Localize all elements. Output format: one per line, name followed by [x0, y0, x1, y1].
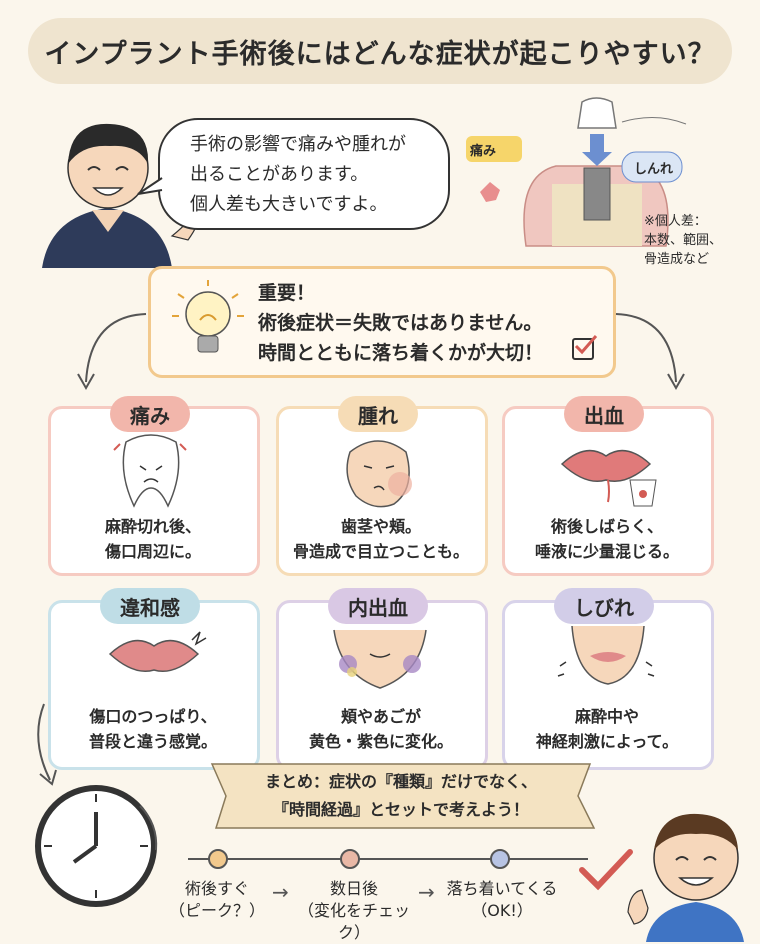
summary-line: まとめ：症状の『種類』だけでなく、 — [264, 772, 537, 791]
card-line: 麻酔切れ後、 — [104, 517, 201, 536]
lightbulb-icon — [172, 280, 244, 353]
timeline-line-text: 術後すぐ — [184, 879, 249, 898]
implant-diagram — [466, 97, 687, 247]
timeline-line-text: （変化をチェック） — [297, 901, 410, 942]
checkbox-icon — [572, 338, 594, 360]
card-line: 骨造成で目立つことも。 — [292, 542, 469, 561]
speech-bubble-tail — [137, 177, 163, 195]
card-text: 術後しばらく、 唾液に少量混じる。 — [504, 514, 710, 564]
card-text: 歯茎や頬。 骨造成で目立つことも。 — [278, 514, 484, 564]
card-text: 麻酔中や 神経刺激によって。 — [504, 704, 710, 754]
card-line: 黄色・紫色に変化。 — [308, 732, 453, 751]
clock-icon — [35, 785, 158, 907]
summary-banner — [210, 763, 596, 829]
summary-line: 『時間経過』とセットで考えよう！ — [272, 800, 529, 819]
pain-label: 痛み — [470, 144, 497, 159]
card-text: 頬やあごが 黄色・紫色に変化。 — [278, 704, 484, 754]
speech-bubble — [158, 118, 450, 230]
important-line: 時間とともに落ち着くかが大切！ — [258, 342, 544, 364]
important-line: 重要！ — [258, 282, 316, 304]
arrow-down-icon — [37, 703, 57, 786]
timeline-dot — [490, 849, 510, 869]
card-label: 違和感 — [100, 588, 200, 624]
symptom-card-bruising — [276, 600, 488, 770]
card-line: 麻酔中や — [574, 707, 639, 726]
jaw-bruise-icon — [333, 629, 427, 689]
check-mark-icon — [579, 849, 633, 891]
card-line: 神経刺激によって。 — [535, 732, 679, 751]
card-label: 腫れ — [338, 396, 418, 432]
timeline-step: 数日後 （変化をチェック） — [294, 878, 414, 944]
card-text: 麻酔切れ後、 傷口周辺に。 — [50, 514, 256, 564]
important-line: 術後症状＝失敗ではありません。 — [258, 312, 543, 334]
timeline-dot — [208, 849, 228, 869]
card-line: 傷口のつっぱり、 — [89, 707, 217, 726]
symptom-card-discomfort — [48, 600, 260, 770]
tooth-icon — [113, 434, 187, 508]
card-line: 歯茎や頬。 — [340, 517, 421, 536]
timeline-line-text: 落ち着いてくる — [446, 879, 558, 898]
timeline-dot — [340, 849, 360, 869]
arrow-right-icon: → — [418, 880, 435, 904]
lips-icon — [108, 631, 207, 672]
arrow-left-icon — [77, 313, 147, 391]
bubble-line: 手術の影響で痛みや腫れが — [190, 134, 406, 155]
arrow-right-icon: → — [272, 880, 289, 904]
note-line: 本数、範囲、 — [644, 233, 723, 248]
individual-note: ※個人差： 本数、範囲、 骨造成など — [644, 212, 722, 269]
note-line: 骨造成など — [644, 252, 710, 267]
bubble-line: 個人差も大きいですよ。 — [190, 194, 388, 215]
summary-text: まとめ：症状の『種類』だけでなく、 『時間経過』とセットで考えよう！ — [214, 768, 588, 824]
lips-bleeding-icon — [560, 449, 657, 507]
symptom-card-pain — [48, 406, 260, 576]
card-text: 傷口のつっぱり、 普段と違う感覚。 — [50, 704, 256, 754]
numbness-label: しんれ — [634, 162, 674, 177]
timeline-step: 術後すぐ （ピーク？） — [162, 878, 272, 922]
note-line: ※個人差： — [644, 214, 707, 229]
patient-illustration — [627, 813, 744, 942]
important-text: 重要！ 術後症状＝失敗ではありません。 時間とともに落ち着くかが大切！ — [258, 278, 543, 368]
timeline-line-text: （ピーク？） — [168, 901, 265, 920]
card-label: 内出血 — [328, 588, 428, 624]
card-label: 痛み — [110, 396, 190, 432]
card-line: 傷口周辺に。 — [104, 542, 201, 561]
speech-bubble-text: 手術の影響で痛みや腫れが 出ることがあります。 個人差も大きいですよ。 — [190, 130, 406, 220]
page-title: インプラント手術後にはどんな症状が起こりやすい？ — [28, 18, 732, 84]
timeline-line-text: 数日後 — [329, 879, 378, 898]
timeline-step: 落ち着いてくる （OK!） — [442, 878, 562, 922]
card-line: 頬やあごが — [340, 707, 421, 726]
arrow-right-icon — [615, 313, 685, 391]
check-mark-icon — [574, 335, 598, 355]
card-label: しびれ — [554, 588, 654, 624]
timeline-line — [188, 858, 588, 860]
numb-face-icon — [557, 625, 655, 685]
bubble-line: 出ることがあります。 — [190, 164, 369, 185]
swollen-face-icon — [346, 440, 412, 508]
card-line: 術後しばらく、 — [550, 517, 663, 536]
timeline-line-text: （OK!） — [471, 901, 533, 920]
card-label: 出血 — [564, 396, 644, 432]
card-line: 唾液に少量混じる。 — [534, 542, 679, 561]
card-line: 普段と違う感覚。 — [88, 732, 217, 751]
